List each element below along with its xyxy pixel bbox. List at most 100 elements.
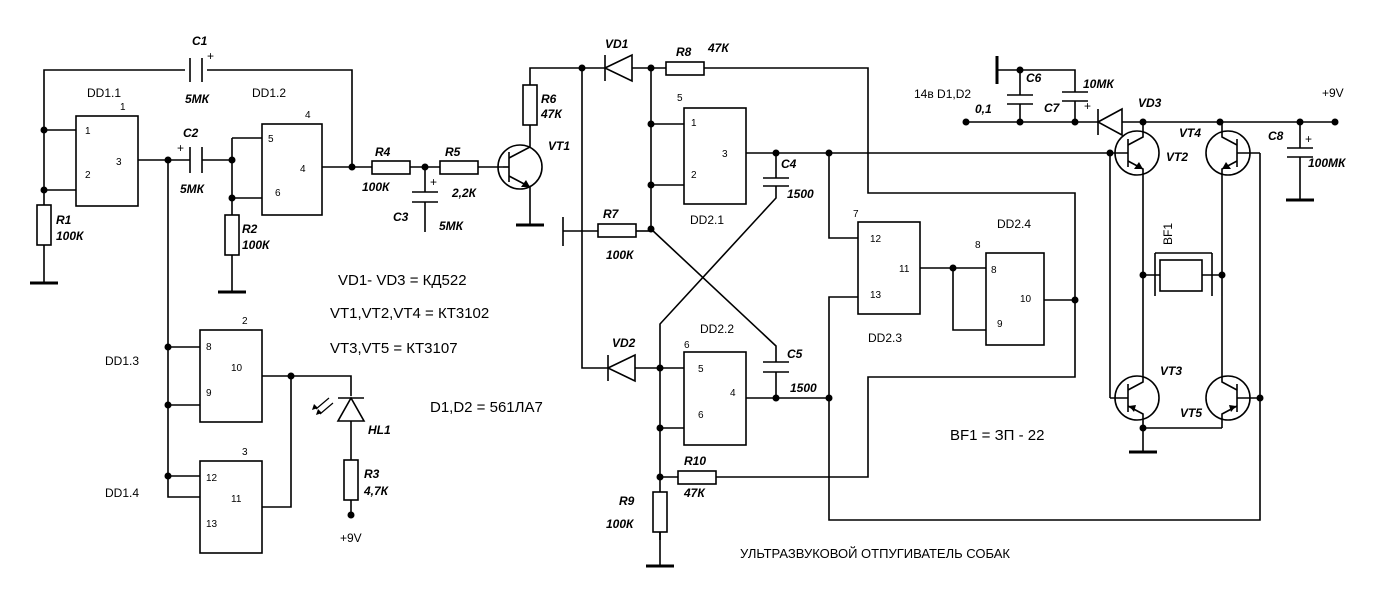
resistor-r9: R9 100К: [606, 491, 668, 533]
resistor-r2: R2 100К: [224, 214, 271, 256]
gate-dd2-4: DD2.4 8 8 9 10: [975, 217, 1045, 346]
capacitor-c8: + C8 100МК: [1268, 129, 1347, 170]
value-c8: 100МК: [1308, 156, 1347, 170]
gate-dd1-1: DD1.1 1 1 2 3: [75, 86, 139, 207]
transistor-vt4: VT4: [1179, 122, 1260, 275]
gate-dd1-2: DD1.2 4 5 6 4: [252, 86, 323, 216]
capacitor-c1: C1 + 5МК: [185, 34, 214, 106]
label-r4: R4: [375, 145, 391, 159]
pin-label: 3: [722, 149, 728, 160]
label-dd2-4: DD2.4: [997, 217, 1031, 231]
label-r10: R10: [684, 454, 706, 468]
pin-label: 10: [1020, 294, 1032, 305]
label-c3: C3: [393, 210, 409, 224]
pin-label: 4: [730, 388, 736, 399]
diode-vd1: VD1: [603, 37, 633, 83]
capacitor-c5: C5 1500: [763, 347, 817, 395]
label-c2: C2: [183, 126, 199, 140]
label-dd2-1: DD2.1: [690, 213, 724, 227]
label-r8: R8: [676, 45, 692, 59]
svg-text:+: +: [1084, 99, 1091, 113]
value-c5: 1500: [790, 381, 817, 395]
led-hl1: HL1: [312, 396, 391, 437]
label-r2: R2: [242, 222, 258, 236]
gate-dd1-4: DD1.4 3 12 13 11: [105, 447, 263, 554]
value-r4: 100К: [362, 180, 391, 194]
transistor-vt1: VT1: [497, 125, 570, 225]
pin-label: 11: [231, 494, 242, 505]
value-r9: 100К: [606, 517, 635, 531]
pin-label: 11: [899, 264, 910, 275]
label-c8: C8: [1268, 129, 1284, 143]
gate-dd2-3: 7 12 13 11 DD2.3: [853, 209, 921, 345]
label-vd2: VD2: [612, 336, 636, 350]
transistor-vt2: VT2: [1110, 122, 1188, 275]
pin-label: 13: [206, 519, 218, 530]
resistor-r10: R10 47К: [677, 454, 717, 500]
label-bf1: BF1: [1161, 223, 1175, 245]
value-r8: 47К: [707, 41, 730, 55]
label-c4: C4: [781, 157, 797, 171]
transistor-vt5: VT5: [1180, 275, 1260, 428]
value-c3: 5МК: [439, 219, 465, 233]
diode-vd3: VD3: [1096, 96, 1162, 137]
value-c7: 10МК: [1083, 77, 1115, 91]
pin-label: 7: [853, 209, 859, 220]
diagram-title: УЛЬТРАЗВУКОВОЙ ОТПУГИВАТЕЛЬ СОБАК: [740, 546, 1010, 561]
resistor-r6: R6 47К: [522, 84, 563, 126]
label-vd3: VD3: [1138, 96, 1162, 110]
pin-label: 8: [991, 265, 997, 276]
label-dd1-4: DD1.4: [105, 486, 139, 500]
svg-text:+: +: [207, 49, 214, 63]
transistor-vt3: VT3: [1110, 275, 1182, 428]
value-r7: 100К: [606, 248, 635, 262]
value-c2: 5МК: [180, 182, 206, 196]
value-r1: 100К: [56, 229, 85, 243]
resistor-r7: R7 100К: [597, 207, 637, 262]
label-c6: C6: [1026, 71, 1042, 85]
value-c6: 0,1: [975, 102, 992, 116]
label-hl1: HL1: [368, 423, 391, 437]
value-c1: 5МК: [185, 92, 211, 106]
label-r6: R6: [541, 92, 557, 106]
capacitor-c4: C4 1500: [763, 157, 814, 201]
pin-label: 8: [206, 342, 212, 353]
value-c4: 1500: [787, 187, 814, 201]
label-dd1-1: DD1.1: [87, 86, 121, 100]
pin-label: 9: [206, 388, 212, 399]
pin-label: 4: [300, 164, 306, 175]
gate-dd2-2: DD2.2 6 5 6 4: [683, 322, 747, 446]
resistor-r1: R1 100К: [36, 204, 85, 246]
label-vt4: VT4: [1179, 126, 1201, 140]
capacitor-c3: + C3 5МК: [393, 175, 465, 233]
label-r3: R3: [364, 467, 380, 481]
capacitor-c6: C6 0,1: [975, 71, 1042, 116]
pin-label: 1: [691, 118, 697, 129]
pin-label: 2: [85, 170, 91, 181]
supply-label-bottom: +9V: [340, 531, 362, 545]
pin-label: 2: [242, 316, 248, 327]
gate-dd1-3: DD1.3 2 8 9 10: [105, 316, 263, 423]
value-r3: 4,7К: [363, 484, 390, 498]
pin-label: 1: [85, 126, 91, 137]
note-npn: VT1,VT2,VT4 = КТ3102: [330, 305, 489, 322]
label-vt3: VT3: [1160, 364, 1182, 378]
pin-label: 12: [206, 473, 218, 484]
pin-label: 6: [698, 410, 704, 421]
diode-vd2: VD2: [606, 336, 636, 383]
label-dd1-3: DD1.3: [105, 354, 139, 368]
label-dd1-2: DD1.2: [252, 86, 286, 100]
label-r1: R1: [56, 213, 72, 227]
label-vt5: VT5: [1180, 406, 1202, 420]
buzzer-bf1: BF1: [1154, 223, 1213, 296]
label-c7: C7: [1044, 101, 1061, 115]
label-pin14: 14в D1,D2: [914, 87, 971, 101]
label-dd2-3: DD2.3: [868, 331, 902, 345]
label-dd2-2: DD2.2: [700, 322, 734, 336]
pin-label: 3: [116, 157, 122, 168]
pin-label: 12: [870, 234, 882, 245]
note-buzzer: BF1 = ЗП - 22: [950, 427, 1044, 444]
resistor-r3: R3 4,7К: [343, 459, 390, 501]
